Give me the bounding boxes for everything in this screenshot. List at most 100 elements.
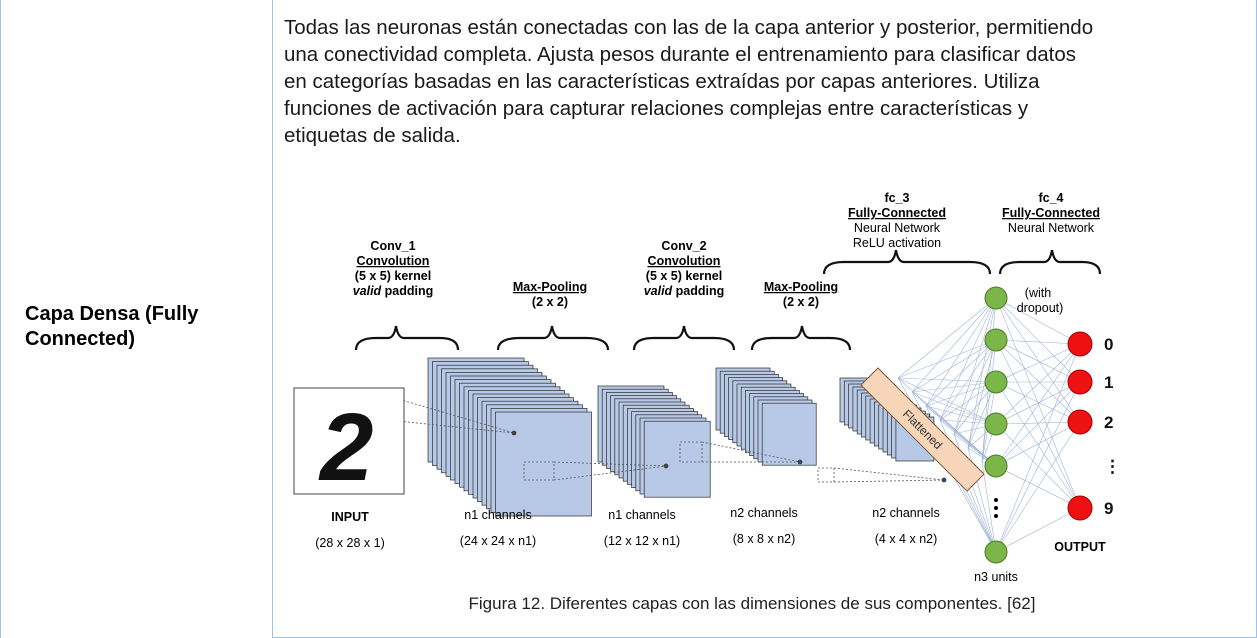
fc3-op: Fully-Connected [848,206,946,220]
fc4-connection [995,339,1081,423]
output-class-label: 2 [1104,413,1113,432]
cnn-architecture-figure: 2 Flattened Conv_1 Convolution (5 x 5) k… [293,191,1121,584]
paragraph-line: una conectividad completa. Ajusta pesos … [284,43,1077,66]
fc3-connection [925,297,997,407]
projection-line [553,461,667,467]
fc3-connection [967,381,997,449]
brace-fc4 [998,249,1102,275]
conv2-op: Convolution [648,254,721,268]
hidden-ellipsis-dot [994,514,998,518]
output-label: OUTPUT [1054,540,1106,554]
brace-fc3 [822,249,992,275]
fc4-connection [995,343,1081,425]
fc4-connection [995,343,1081,467]
output-neuron [1067,409,1093,435]
feature-maps [361,357,947,517]
pool2-window-box [817,467,835,483]
fc3-connection [911,297,997,393]
projection-dot [511,430,517,436]
row-header-line-2: Connected) [25,328,135,350]
conv2-padding: valid padding [644,284,725,298]
hidden-neuron [984,454,1008,478]
input-digit: 2 [318,394,373,501]
hidden-neuron [984,370,1008,394]
layer2-channels: n1 channels [608,508,675,522]
fc3-connection [925,339,997,407]
fc4-label: fc_4 Fully-Connected Neural Network [1002,191,1100,235]
layer3-channels: n2 channels [730,506,797,520]
conv1-padding: valid padding [353,284,434,298]
output-neuron [1067,331,1093,357]
fc4-connection [995,297,1081,423]
fc3-connection [897,377,997,383]
hidden-ellipsis-dot [994,506,998,510]
projection-line [833,479,945,483]
conv2-field-box [679,441,703,463]
fc3-connection [897,297,997,379]
fc4-connection [995,381,1081,467]
flatten-bar: Flattened [860,367,985,492]
description-paragraph: Todas las neuronas están conectadas con … [284,14,1244,149]
input-image: 2 [293,387,405,501]
fc3-connection [897,377,997,425]
conv2-valid: valid [644,284,673,298]
conv1-padding-word: padding [381,284,433,298]
paragraph-line: etiquetas de salida. [284,124,461,147]
fc4-network: Neural Network [1008,221,1095,235]
pool2-size: (2 x 2) [783,295,819,309]
output-class-label: 9 [1104,499,1113,518]
fc4-connection [995,381,1081,509]
fc3-connection [953,297,997,435]
layer2-dims: (12 x 12 x n1) [604,534,680,548]
fc3-connection [925,405,997,425]
paragraph-line: Todas las neuronas están conectadas con … [284,16,1094,39]
row-header-cell: Capa Densa (Fully Connected) [1,0,273,638]
input-label: INPUT [331,510,369,524]
layer1-dims: (24 x 24 x n1) [460,534,536,548]
fc4-connection [995,339,1081,383]
fc3-connection [911,381,997,393]
output-class-label: 0 [1104,335,1113,354]
fc3-network: Neural Network [854,221,941,235]
output-neuron [1067,369,1093,395]
output-class-label: 1 [1104,373,1113,392]
fc4-connection [995,297,1081,345]
fc3-connection [939,419,997,467]
fc3-label: fc_3 Fully-Connected Neural Network ReLU… [848,191,946,250]
fc3-connection [939,339,997,421]
brace-conv1 [354,325,460,351]
fc4-connection [995,507,1081,553]
layer1-channels: n1 channels [464,508,531,522]
paragraph-line: funciones de activación para capturar re… [284,97,1029,120]
hidden-neuron [984,412,1008,436]
projection-line [387,395,515,434]
input-dims: (28 x 28 x 1) [315,536,384,550]
fc4-op: Fully-Connected [1002,206,1100,220]
fc4-connection [995,339,1081,345]
pool1-size: (2 x 2) [532,295,568,309]
fc3-name: fc_3 [884,191,909,205]
projection-dot [941,477,947,483]
fc4-connection [995,297,1081,383]
fc4-connection [995,381,1081,423]
paragraph-line: en categorías basadas en las característ… [284,70,1040,93]
fc4-connection [995,421,1081,467]
layer3-dims: (8 x 8 x n2) [733,532,796,546]
projection-line [553,465,667,481]
figure-caption: Figura 12. Diferentes capas con las dime… [468,594,1036,613]
network-nodes: 012⋮9 [984,286,1121,564]
hidden-ellipsis-dot [994,498,998,502]
pool1-label: Max-Pooling (2 x 2) [513,280,587,309]
hidden-neuron [984,540,1008,564]
pool1-name: Max-Pooling [513,280,587,294]
conv1-op: Convolution [357,254,430,268]
conv2-label: Conv_2 Convolution (5 x 5) kernel valid … [644,239,725,298]
stage-labels: Conv_1 Convolution (5 x 5) kernel valid … [353,191,1100,315]
hidden-neuron [984,286,1008,310]
hidden-neuron [984,328,1008,352]
fc4-connection [995,421,1081,425]
row-header-line-1: Capa Densa (Fully [25,303,199,325]
fc3-connection [939,297,997,421]
dropout-line-2: dropout) [1017,301,1064,315]
fc4-connection [995,423,1081,509]
